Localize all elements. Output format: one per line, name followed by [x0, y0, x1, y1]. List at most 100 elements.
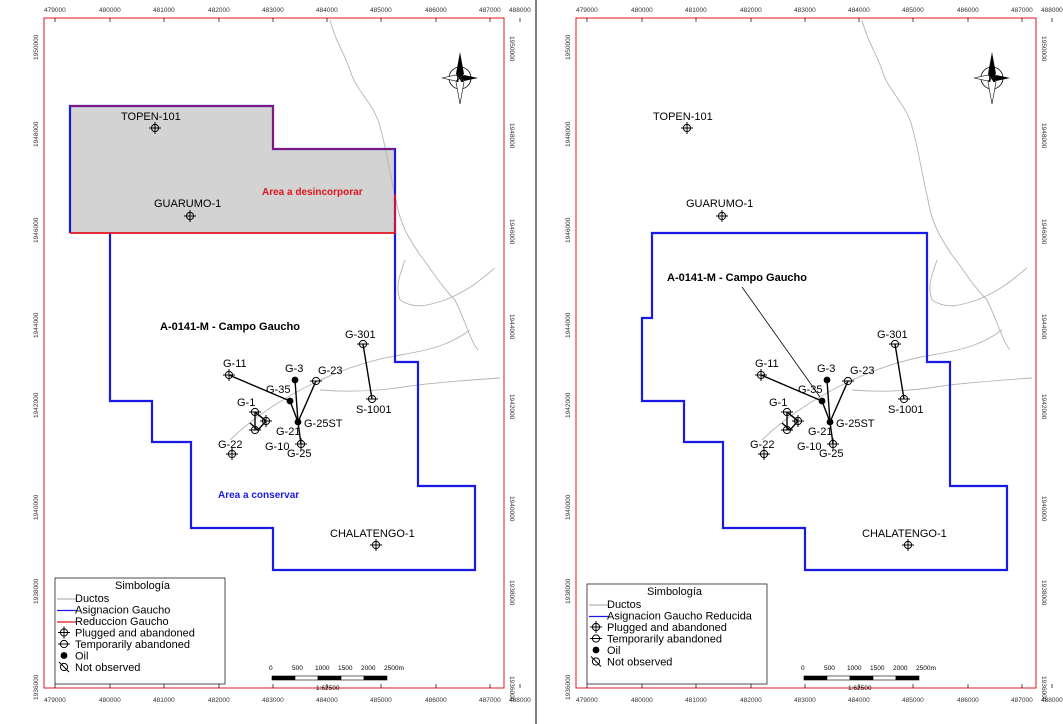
- well-label: G-22: [750, 439, 774, 451]
- ductos-line: [397, 259, 496, 307]
- x-tick-label-top: 488000: [509, 7, 531, 14]
- well-label: GUARUMO-1: [154, 198, 221, 210]
- scale-label: 500: [824, 665, 835, 672]
- legend-box: [54, 577, 226, 685]
- well-label: TOPEN-101: [653, 111, 713, 123]
- legend-item-label: Oil: [75, 651, 88, 663]
- well-label: G-25ST: [304, 418, 343, 430]
- well-label: G-10: [797, 441, 821, 453]
- well-label: S-1001: [888, 404, 923, 416]
- well-trajectory: [297, 380, 317, 423]
- scale-segment: [271, 675, 296, 681]
- well-label: G-23: [850, 365, 874, 377]
- y-tick-label-right: 1946000: [508, 219, 515, 245]
- well-trajectory: [894, 343, 905, 400]
- well-label: G-3: [817, 363, 835, 375]
- x-tick-label-bottom: 479000: [44, 697, 66, 704]
- y-tick-label-left: 1944000: [33, 312, 40, 338]
- well-label: G-11: [755, 358, 779, 370]
- y-tick-label-right: 1950000: [508, 36, 515, 62]
- legend-item-label: Plugged and abandoned: [75, 628, 195, 640]
- x-tick-label-bottom: 485000: [370, 697, 392, 704]
- y-tick-label-left: 1942000: [565, 392, 572, 418]
- x-tick-label-bottom: 480000: [99, 697, 121, 704]
- x-tick-label-top: 484000: [848, 7, 870, 14]
- x-tick-label-top: 480000: [99, 7, 121, 14]
- scale-label: 2500m: [384, 665, 404, 672]
- scale-segment: [872, 675, 897, 681]
- well-label: G-301: [877, 329, 908, 341]
- x-tick-label-top: 485000: [370, 7, 392, 14]
- x-tick-label-top: 487000: [479, 7, 501, 14]
- well-trajectory: [294, 379, 299, 423]
- y-tick-label-right: 1950000: [1040, 36, 1047, 62]
- y-tick-label-left: 1942000: [33, 392, 40, 418]
- y-tick-label-right: 1938000: [1040, 580, 1047, 606]
- y-tick-label-right: 1940000: [1040, 496, 1047, 522]
- scale-segment: [340, 675, 365, 681]
- well-trajectory: [289, 400, 299, 423]
- x-tick-label-bottom: 486000: [957, 697, 979, 704]
- legend-item-label: Not observed: [75, 662, 140, 674]
- well-label: S-1001: [356, 404, 391, 416]
- y-tick-label-right: 1940000: [508, 496, 515, 522]
- x-tick-label-top: 487000: [1011, 7, 1033, 14]
- x-tick-label-bottom: 487000: [1011, 697, 1033, 704]
- campo-leader-line: [741, 286, 821, 398]
- scale-label: 0: [269, 665, 273, 672]
- legend-item-label: Reduccion Gaucho: [75, 616, 169, 628]
- well-label: G-25ST: [836, 418, 875, 430]
- legend-item-label: Not observed: [607, 657, 672, 669]
- x-tick-label-top: 479000: [576, 7, 598, 14]
- x-tick-label-top: 480000: [631, 7, 653, 14]
- x-tick-label-bottom: 483000: [262, 697, 284, 704]
- y-tick-label-right: 1948000: [508, 123, 515, 149]
- y-tick-label-left: 1940000: [565, 494, 572, 520]
- asignacion-reducida-boundary: [640, 231, 1009, 572]
- legend-item-label: Asignacion Gaucho Reducida: [607, 611, 753, 623]
- y-tick-label-left: 1936000: [565, 674, 572, 700]
- x-tick-label-top: 479000: [44, 7, 66, 14]
- y-tick-label-right: 1946000: [1040, 219, 1047, 245]
- y-tick-label-right: 1944000: [508, 314, 515, 340]
- well-g-25st-marker: [294, 418, 302, 426]
- scale-label: 1000: [315, 665, 330, 672]
- scale-segment: [294, 675, 319, 681]
- ductos-line: [986, 299, 1011, 351]
- well-label: G-25: [819, 448, 843, 460]
- x-tick-label-top: 486000: [957, 7, 979, 14]
- map-frame: [575, 17, 1037, 689]
- x-tick-label-top: 483000: [262, 7, 284, 14]
- y-tick-label-left: 1948000: [565, 121, 572, 147]
- well-trajectory: [821, 400, 831, 423]
- well-trajectory: [228, 374, 291, 402]
- well-trajectory: [362, 343, 373, 400]
- y-tick-label-left: 1938000: [33, 578, 40, 604]
- x-tick-label-top: 486000: [425, 7, 447, 14]
- well-label: G-3: [285, 363, 303, 375]
- y-tick-label-left: 1944000: [565, 312, 572, 338]
- scale-label: 1500: [338, 665, 353, 672]
- well-label: CHALATENGO-1: [862, 528, 947, 540]
- x-tick-label-bottom: 481000: [685, 697, 707, 704]
- x-tick-label-top: 483000: [794, 7, 816, 14]
- well-trajectory: [760, 374, 823, 402]
- ductos-line: [929, 259, 1028, 307]
- reduccion-boundary-top: [70, 105, 395, 150]
- x-tick-label-bottom: 488000: [1041, 697, 1063, 704]
- map-panel-left: 4790004790004800004800004810004810004820…: [33, 7, 531, 704]
- x-tick-label-bottom: 484000: [316, 697, 338, 704]
- y-tick-label-left: 1948000: [33, 121, 40, 147]
- well-label: G-21: [276, 426, 300, 438]
- y-tick-label-right: 1942000: [508, 394, 515, 420]
- x-tick-label-top: 482000: [208, 7, 230, 14]
- scale-segment: [363, 675, 388, 681]
- scale-label: 500: [292, 665, 303, 672]
- y-tick-label-left: 1936000: [33, 674, 40, 700]
- legend-title: Simbología: [115, 580, 171, 592]
- legend-item-label: Plugged and abandoned: [607, 622, 727, 634]
- well-g-35-marker: [286, 397, 294, 405]
- well-label: G-35: [266, 384, 290, 396]
- scale-label: 1500: [870, 665, 885, 672]
- legend-item-label: Temporarily abandoned: [75, 639, 190, 651]
